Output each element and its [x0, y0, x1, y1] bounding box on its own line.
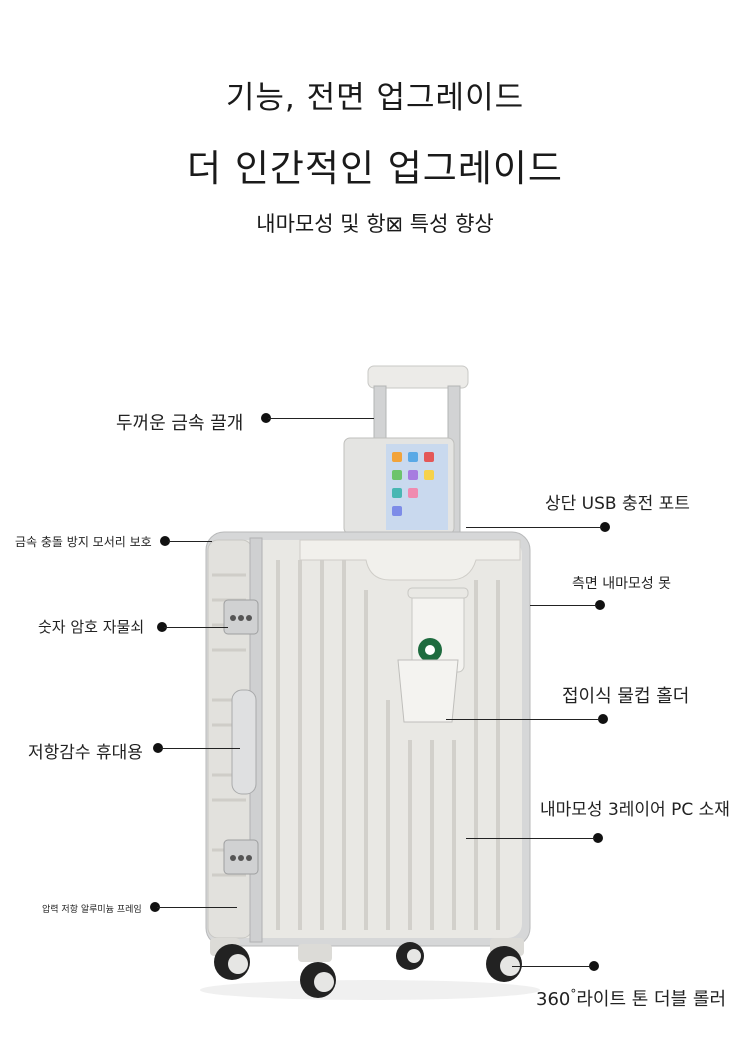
tablet [343, 437, 455, 535]
headline-functions: 기능, 전면 업그레이드 [225, 80, 525, 116]
callout-carry-handle: 저항감수 휴대용 [28, 743, 143, 763]
callout-dot [589, 961, 599, 971]
callout-side-studs: 측면 내마모성 못 [572, 576, 672, 592]
callout-line [268, 418, 374, 419]
callout-combination-lock: 숫자 암호 자물쇠 [38, 618, 145, 636]
callout-dot [150, 902, 160, 912]
callout-line [168, 541, 212, 542]
callout-cup-holder: 접이식 물컵 홀더 [562, 686, 690, 707]
callout-line [160, 748, 240, 749]
callout-aluminum-frame: 압력 저항 알루미늄 프레임 [42, 905, 142, 915]
callout-dot [593, 833, 603, 843]
wheel-label: 라이트 톤 더블 롤러 [576, 989, 727, 1010]
callout-dot [157, 622, 167, 632]
callout-dot [600, 522, 610, 532]
spinner-wheels [210, 938, 524, 998]
callout-line [512, 966, 591, 967]
wheel-rotation-number: 360 [536, 989, 571, 1010]
cup-holder [397, 587, 469, 723]
degree-sign: ° [570, 987, 577, 1001]
callout-metal-handle: 두꺼운 금속 끌개 [116, 413, 244, 434]
headline-human: 더 인간적인 업그레이드 [187, 147, 563, 190]
callout-line [530, 605, 597, 606]
callout-dot [160, 536, 170, 546]
subheadline-durability: 내마모성 및 항⊠ 특성 향상 [256, 212, 494, 236]
callout-line [446, 719, 600, 720]
callout-line [164, 627, 228, 628]
callout-line [466, 527, 602, 528]
callout-line [157, 907, 237, 908]
combination-lock [223, 599, 259, 875]
callout-usb-port: 상단 USB 충전 포트 [545, 494, 690, 514]
callout-dot [598, 714, 608, 724]
callout-dot [261, 413, 271, 423]
side-carry-handle [231, 689, 257, 795]
callout-dot [595, 600, 605, 610]
callout-line [466, 838, 595, 839]
callout-dot [153, 743, 163, 753]
callout-pc-shell: 내마모성 3레이어 PC 소재 [540, 800, 730, 820]
callout-corner-guard: 금속 충돌 방지 모서리 보호 [15, 535, 152, 549]
callout-wheels: 360°라이트 톤 더블 롤러 [536, 985, 726, 1011]
